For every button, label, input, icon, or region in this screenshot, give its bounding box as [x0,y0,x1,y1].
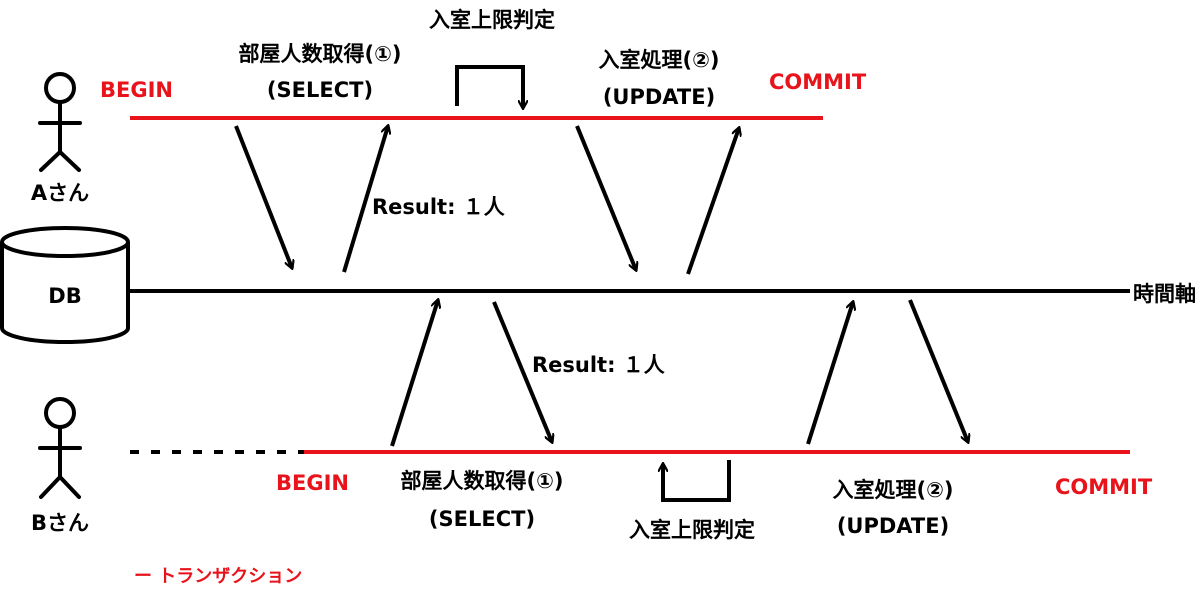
txn-b-update-label: 入室処理(②) [833,478,954,502]
arrow-a-update-response [686,128,739,275]
database-icon [0,226,130,344]
txn-b-update-sub: (UPDATE) [837,514,949,538]
arrow-a-limit-check [455,65,523,108]
arrow-b-select-response [492,301,552,442]
txn-b-result-label: Result: １人 [532,353,665,377]
txn-a-check-label: 入室上限判定 [429,8,555,32]
txn-a-select-label: 部屋人数取得(①) [239,42,402,66]
time-axis-label: 時間軸 [1133,282,1196,306]
user-a-label: Aさん [31,181,89,205]
arrow-b-limit-check [663,460,731,502]
txn-a-result-label: Result: １人 [372,195,505,219]
txn-b-commit-label: COMMIT [1055,475,1153,499]
txn-a-update-label: 入室処理(②) [599,48,720,72]
arrow-a-select-request [234,125,292,268]
arrow-a-update-request [575,125,636,270]
txn-b-select-sub: (SELECT) [429,507,535,531]
person-icon [38,72,82,172]
arrow-b-update-request [806,302,853,445]
txn-b-check-label: 入室上限判定 [629,518,755,542]
txn-a-update-sub: (UPDATE) [603,85,715,109]
txn-b-select-label: 部屋人数取得(①) [401,469,564,493]
txn-a-begin-label: BEGIN [100,78,173,102]
txn-a-select-sub: (SELECT) [267,78,373,102]
legend-transaction: ー トランザクション [134,566,302,587]
person-icon [38,397,82,499]
txn-b-begin-label: BEGIN [276,471,349,495]
txn-a-commit-label: COMMIT [769,70,867,94]
user-b-label: Bさん [31,511,89,535]
arrow-b-select-request [390,300,438,447]
arrow-a-select-response [342,126,388,273]
db-label: DB [48,284,81,308]
arrow-b-update-response [908,299,968,442]
